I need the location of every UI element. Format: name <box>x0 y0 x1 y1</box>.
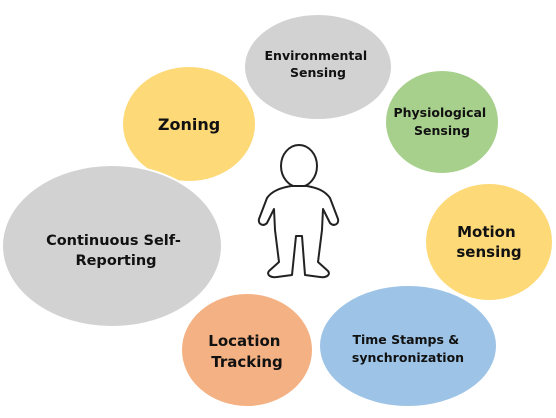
bubble-label-line: Motion <box>457 223 516 241</box>
bubble-label-line: Location <box>208 332 280 350</box>
bubble-motion-sensing-label: Motion sensing <box>456 223 521 261</box>
bubble-label-line: synchronization <box>352 350 464 365</box>
bubble-zoning-label: Zoning <box>158 115 220 134</box>
bubble-motion-sensing: Motion sensing <box>424 182 554 302</box>
bubble-time-stamps-shape <box>318 284 498 408</box>
bubble-motion-sensing-shape <box>424 182 554 302</box>
bubble-time-stamps: Time Stamps & synchronization <box>318 284 498 408</box>
bubble-label-line: Tracking <box>211 353 283 371</box>
bubble-zoning: Zoning <box>121 65 257 183</box>
bubble-physiological-sensing-label: Physiological Sensing <box>393 105 490 138</box>
bubble-environmental-sensing: Environmental Sensing <box>243 13 393 121</box>
bubble-continuous-self-reporting: Continuous Self- Reporting <box>1 164 223 328</box>
bubble-environmental-sensing-shape <box>243 13 393 121</box>
bubble-label-line: Continuous Self- <box>46 233 181 249</box>
bubble-label-line: Physiological <box>393 105 486 120</box>
bubble-time-stamps-label: Time Stamps & synchronization <box>352 332 464 365</box>
bubble-environmental-sensing-label: Environmental Sensing <box>265 48 372 80</box>
bubble-label-line: Environmental <box>265 48 368 63</box>
bubble-location-tracking: Location Tracking <box>180 292 314 408</box>
bubble-location-tracking-shape <box>180 292 314 408</box>
bubble-continuous-self-reporting-shape <box>1 164 223 328</box>
bubble-label-line: Sensing <box>290 65 346 80</box>
bubble-label-line: Zoning <box>158 115 220 134</box>
bubble-zoning-shape <box>121 65 257 183</box>
person-outline-icon <box>257 144 340 279</box>
bubble-label-line: Time Stamps & <box>352 332 459 347</box>
bubble-physiological-sensing: Physiological Sensing <box>384 69 500 175</box>
bubble-continuous-self-reporting-label: Continuous Self- Reporting <box>46 233 186 269</box>
person-body <box>257 185 340 279</box>
bubble-physiological-sensing-shape <box>384 69 500 175</box>
bubble-label-line: sensing <box>456 243 521 261</box>
bubble-label-line: Reporting <box>75 253 156 269</box>
bubble-location-tracking-label: Location Tracking <box>208 332 285 371</box>
person-head <box>280 144 318 188</box>
bubble-label-line: Sensing <box>414 123 470 138</box>
